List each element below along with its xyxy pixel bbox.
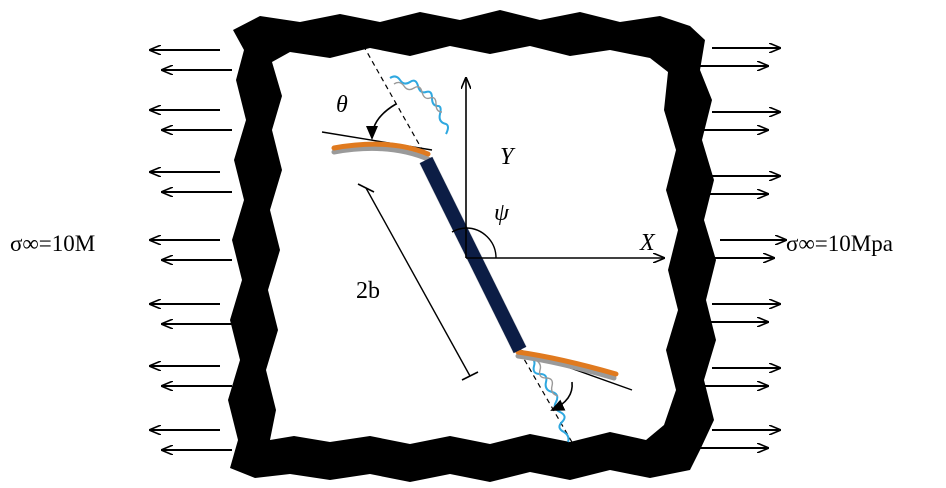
wavy-zone-bottom <box>529 355 570 443</box>
kink-branch-bottom <box>515 349 619 377</box>
main-crack <box>419 156 527 354</box>
left-stress-label: σ∞=10M <box>10 231 95 256</box>
x-axis-label: X <box>639 230 656 256</box>
crack-length-dimension-line <box>365 187 471 377</box>
wavy-zone-top-shadow <box>393 81 443 113</box>
crack-extension-dashed-line <box>519 351 589 471</box>
psi-angle-arc-left <box>451 227 467 233</box>
crack-length-label: 2b <box>356 278 380 304</box>
plate-border <box>228 10 716 482</box>
y-axis-label: Y <box>500 144 516 170</box>
kink-branch-top-shadow <box>331 145 433 163</box>
kink-branch-bottom-shadow <box>515 353 617 381</box>
theta-label: θ <box>336 92 348 118</box>
dimension-tick <box>461 371 479 381</box>
theta-angle-arc <box>366 103 397 140</box>
right-stress-arrows <box>700 48 786 448</box>
main-crack-outline <box>419 156 527 354</box>
right-stress-label: σ∞=10Mpa <box>786 231 893 256</box>
theta-angle-arc-bottom <box>550 381 573 411</box>
psi-angle-arc <box>465 227 497 259</box>
dimension-tick <box>357 183 375 193</box>
left-stress-arrows <box>150 50 232 450</box>
wavy-zone-top <box>389 75 449 135</box>
wavy-zone-bottom-shadow <box>535 359 559 397</box>
kink-branch-top <box>331 141 431 157</box>
psi-label: ψ <box>494 200 510 226</box>
